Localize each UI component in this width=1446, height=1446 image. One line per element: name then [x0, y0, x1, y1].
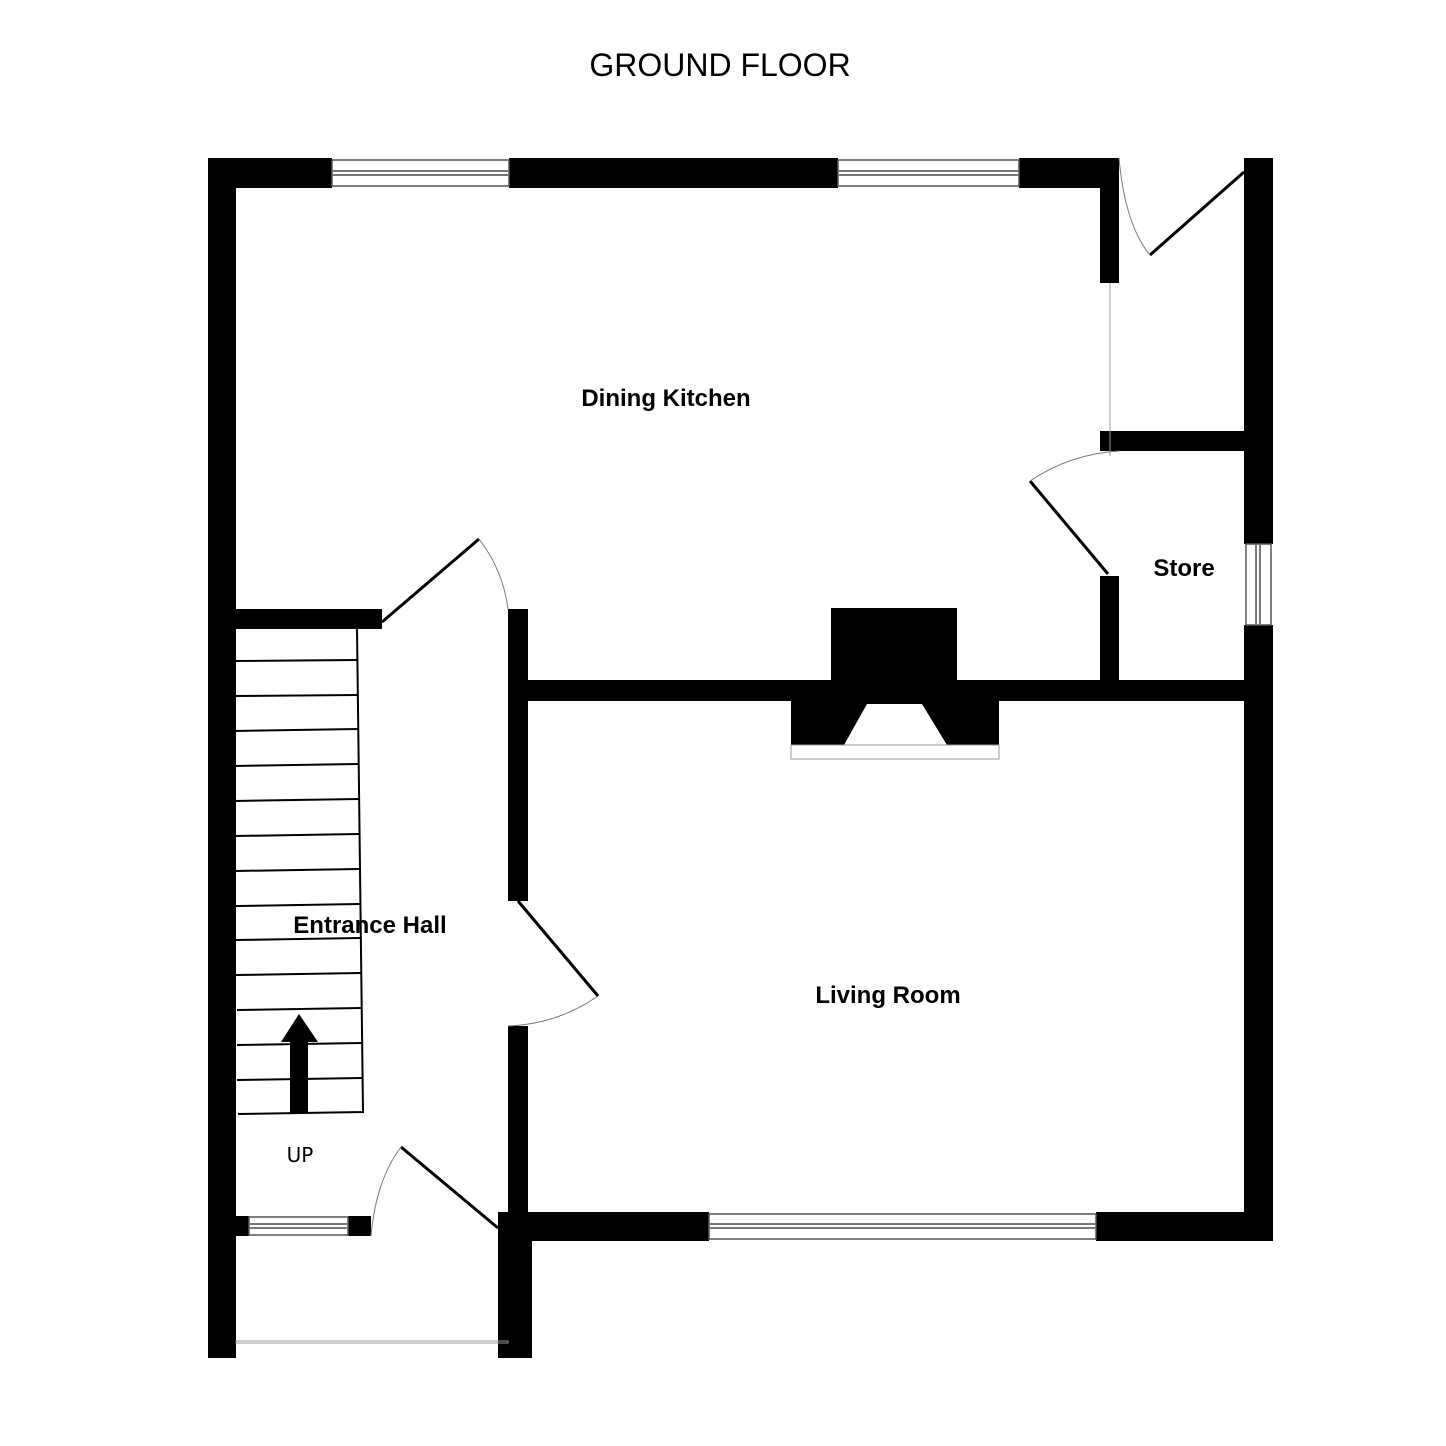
window-store — [1245, 543, 1272, 626]
wall-right-lower — [1244, 625, 1273, 1241]
wall-hall-upper — [508, 609, 528, 901]
stairs-up-label: UP — [287, 1143, 314, 1167]
wall-hall-lower — [508, 1026, 528, 1242]
wall-porch-door-jamb — [348, 1216, 371, 1236]
room-label-store: Store — [1153, 555, 1214, 582]
fireplace-hearth — [790, 744, 1000, 760]
window-porch — [248, 1216, 349, 1236]
wall-top-middle — [509, 158, 838, 188]
door-front — [370, 1145, 499, 1237]
arrow-up-icon — [281, 1014, 318, 1113]
wall-store-top — [1100, 431, 1246, 451]
wall-bottom-left — [528, 1212, 709, 1241]
wall-left — [208, 158, 236, 1358]
wall-kitchen-living — [508, 680, 1246, 701]
doors — [370, 157, 1245, 1237]
wall-porch-left-stub — [236, 1216, 249, 1236]
window-living-room — [708, 1213, 1097, 1240]
room-label-entrance-hall: Entrance Hall — [293, 912, 446, 939]
room-label-dining-kitchen: Dining Kitchen — [581, 385, 750, 412]
wall-stair-top — [236, 609, 382, 629]
door-hall-kitchen — [381, 537, 509, 624]
staircase: UP — [233, 626, 365, 1167]
room-label-living-room: Living Room — [815, 982, 960, 1009]
floor-title: GROUND FLOOR — [589, 47, 850, 83]
fireplace — [791, 701, 999, 745]
wall-right-upper — [1244, 158, 1273, 544]
window-kitchen-left — [331, 159, 510, 187]
door-store — [1028, 450, 1120, 575]
window-kitchen-right — [837, 159, 1020, 187]
windows — [248, 159, 1272, 1240]
wall-bottom-right — [1096, 1212, 1273, 1241]
door-hall-living — [507, 900, 600, 1027]
wall-kitchen-right-upper — [1100, 158, 1119, 283]
porch-threshold — [235, 1340, 509, 1344]
door-side-entrance — [1109, 157, 1245, 456]
wall-porch-right — [498, 1212, 532, 1358]
walls — [208, 158, 1273, 1358]
chimney-breast — [831, 608, 957, 681]
wall-store-left — [1100, 576, 1119, 700]
